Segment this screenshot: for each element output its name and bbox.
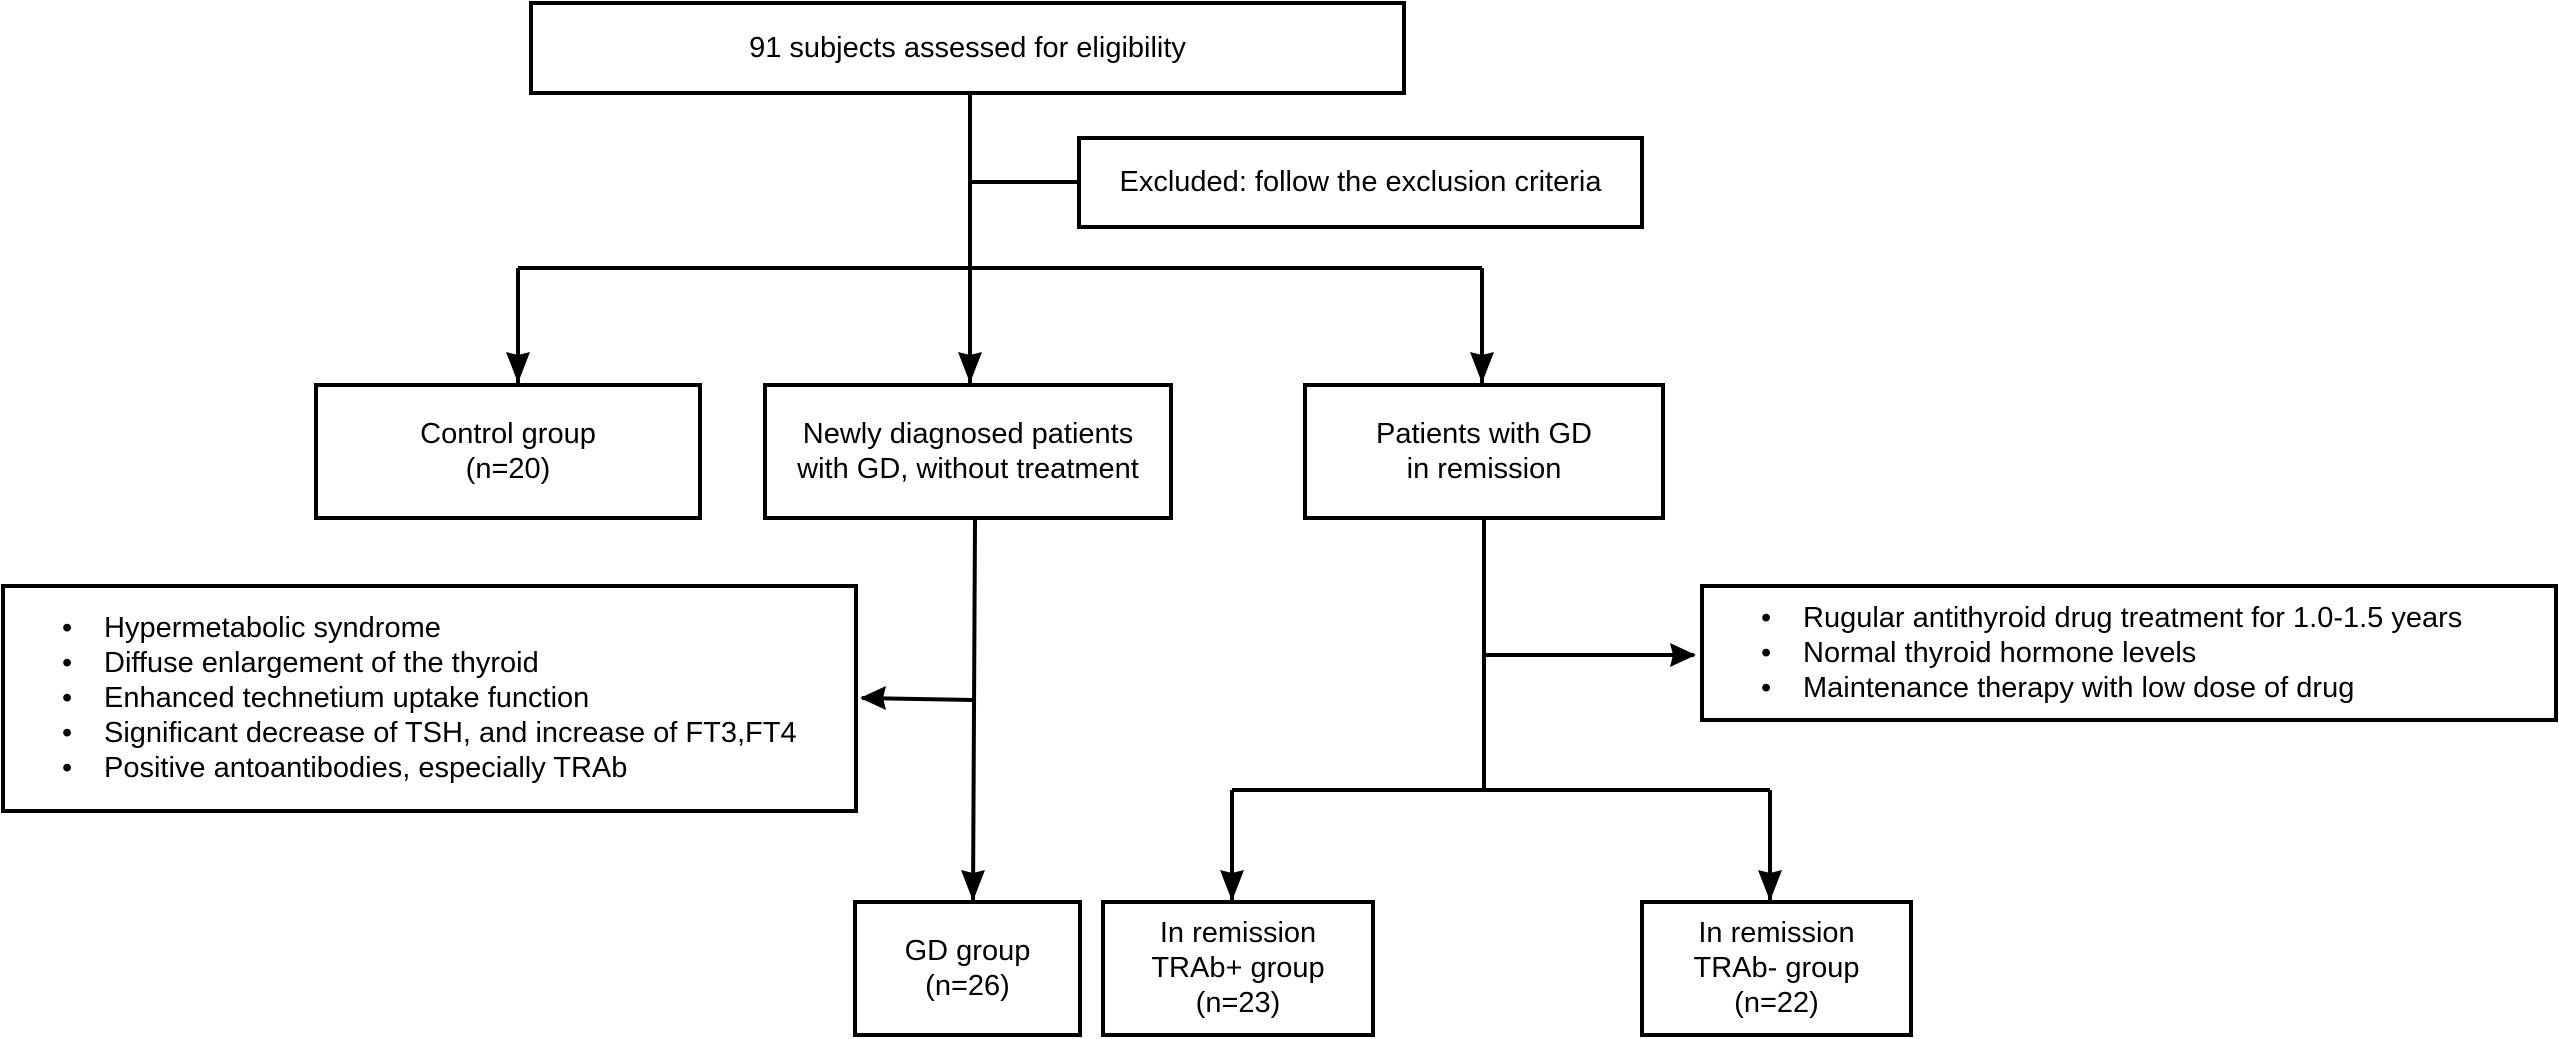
remission-criteria-list: Rugular antithyroid drug treatment for 1…: [1759, 601, 2462, 706]
arrowhead-remission: [1470, 352, 1494, 383]
arrowhead-remission-criteria: [1670, 643, 1696, 667]
arrow-to-gd-group: [971, 519, 977, 901]
trab-negative-box: In remission TRAb- group (n=22): [1640, 900, 1913, 1037]
remission-line-1: Patients with GD: [1376, 417, 1592, 450]
remission-box: Patients with GD in remission: [1303, 383, 1665, 520]
remission-line-2: in remission: [1406, 452, 1562, 485]
gd-criterion: Positive antoantibodies, especially TRAb: [62, 751, 797, 786]
gd-group-box: GD group (n=26): [853, 900, 1082, 1037]
control-group-box: Control group (n=20): [314, 383, 702, 520]
gd-criteria-box: Hypermetabolic syndrome Diffuse enlargem…: [1, 584, 858, 813]
gd-group-count: (n=26): [925, 969, 1010, 1002]
trab-negative-count: (n=22): [1734, 987, 1819, 1019]
arrowhead-newly-diagnosed: [958, 352, 982, 383]
control-group-count: (n=20): [465, 452, 551, 485]
arrowhead-control: [506, 352, 530, 383]
trab-negative-line-1: In remission: [1698, 917, 1855, 949]
newly-diagnosed-line-2: with GD, without treatment: [797, 452, 1139, 485]
arrowhead-gd-group: [961, 870, 985, 901]
gd-group-label: GD group: [904, 934, 1031, 967]
remission-criterion: Rugular antithyroid drug treatment for 1…: [1761, 601, 2462, 636]
gd-criterion: Enhanced technetium uptake function: [62, 681, 797, 716]
newly-diagnosed-box: Newly diagnosed patients with GD, withou…: [763, 383, 1173, 520]
gd-criterion: Diffuse enlargement of the thyroid: [62, 646, 797, 681]
arrowhead-trab-neg: [1758, 870, 1782, 901]
newly-diagnosed-line-1: Newly diagnosed patients: [802, 417, 1134, 450]
remission-criteria-box: Rugular antithyroid drug treatment for 1…: [1700, 584, 2558, 722]
gd-criteria-list: Hypermetabolic syndrome Diffuse enlargem…: [60, 611, 797, 786]
trab-negative-line-2: TRAb- group: [1693, 952, 1860, 984]
excluded-box: Excluded: follow the exclusion criteria: [1077, 136, 1644, 229]
remission-criterion: Maintenance therapy with low dose of dru…: [1761, 671, 2462, 706]
trab-positive-line-1: In remission: [1159, 917, 1317, 949]
eligibility-text: 91 subjects assessed for eligibility: [749, 31, 1186, 64]
gd-criterion: Hypermetabolic syndrome: [62, 611, 797, 646]
trab-positive-line-2: TRAb+ group: [1151, 952, 1325, 984]
arrowhead-gd-criteria: [860, 686, 886, 710]
remission-criterion: Normal thyroid hormone levels: [1761, 636, 2462, 671]
arrowhead-trab-pos: [1220, 870, 1244, 901]
control-group-label: Control group: [420, 417, 596, 450]
excluded-text: Excluded: follow the exclusion criteria: [1119, 166, 1602, 198]
trab-positive-box: In remission TRAb+ group (n=23): [1101, 900, 1375, 1037]
trab-positive-count: (n=23): [1195, 987, 1281, 1019]
eligibility-box: 91 subjects assessed for eligibility: [529, 1, 1406, 95]
gd-criterion: Significant decrease of TSH, and increas…: [62, 716, 797, 751]
